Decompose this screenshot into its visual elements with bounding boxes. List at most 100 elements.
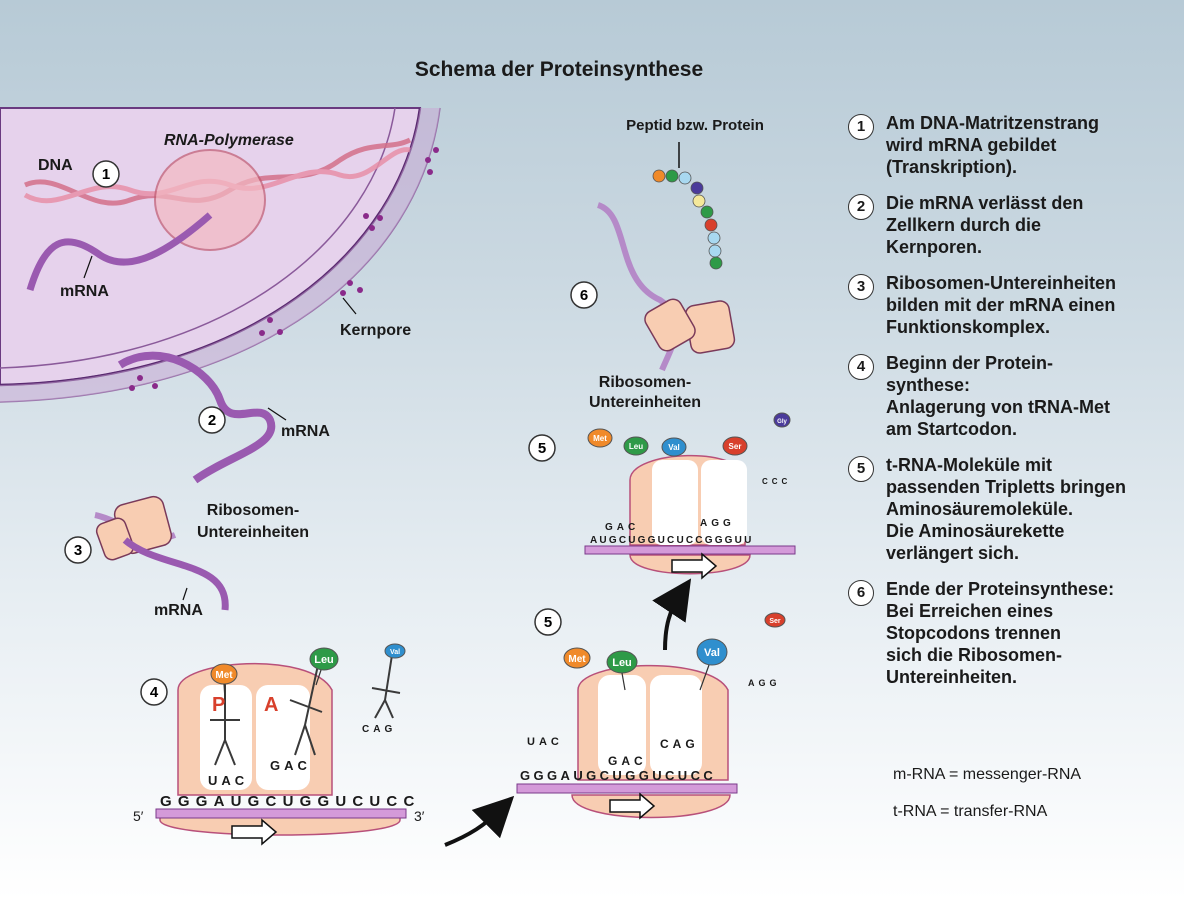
- anticodon-agg-5b: AGG: [700, 518, 735, 529]
- step-text: Aminosäuremoleküle.: [886, 499, 1074, 519]
- label-ribosomen-b: Untereinheiten: [197, 524, 309, 541]
- step-text: Die mRNA verlässt den: [886, 193, 1084, 213]
- aa-val-5b: Val: [661, 437, 687, 457]
- label-ribosomen-a: Ribosomen-: [207, 502, 299, 519]
- aa-met-4: Met: [210, 663, 238, 685]
- svg-text:Val: Val: [668, 443, 680, 452]
- label-dna: DNA: [38, 157, 73, 174]
- mrna-sequences: GGGAUGCUGGUCUCC GGGAUGCUGGUCUCC AUGCUGGU…: [160, 535, 754, 810]
- svg-text:Leu: Leu: [629, 442, 643, 451]
- step-text: (Transkription).: [886, 157, 1018, 177]
- step-number: 3: [848, 274, 874, 300]
- svg-text:Ser: Ser: [729, 442, 742, 451]
- panel-5b-ribosome: [584, 454, 796, 580]
- anticodon-uac-4: UAC: [208, 773, 248, 788]
- step-text: bilden mit der mRNA einen: [886, 295, 1116, 315]
- step-text: verlängert sich.: [886, 543, 1020, 563]
- circle-5b: 5: [528, 434, 556, 462]
- svg-text:Leu: Leu: [314, 654, 334, 666]
- circle-4: 4: [140, 678, 168, 706]
- step-text: Untereinheiten.: [886, 667, 1018, 687]
- step-text: synthese:: [886, 375, 971, 395]
- step-4: 4 Beginn der Protein- synthese: Anlageru…: [846, 352, 1176, 440]
- peptide-chain: [652, 169, 723, 270]
- amino-acid-bubbles: Met Leu Val Met Leu Val Ser Met Leu Val …: [210, 412, 791, 685]
- trna-shapes-4: [210, 654, 401, 766]
- svg-text:2: 2: [208, 412, 216, 429]
- step-3: 3 Ribosomen-Untereinheiten bilden mit de…: [846, 272, 1176, 338]
- step-number: 6: [848, 580, 874, 606]
- page-title: Schema der Proteinsynthese: [414, 58, 704, 81]
- mrna-strand-1: [26, 212, 213, 292]
- aa-leu-5b: Leu: [623, 436, 649, 456]
- abbreviation-mrna: m-RNA = messenger-RNA: [893, 766, 1082, 783]
- steps-legend: 1 Am DNA-Matritzenstrang wird mRNA gebil…: [846, 112, 1176, 702]
- svg-text:Val: Val: [704, 647, 720, 659]
- step-2: 2 Die mRNA verlässt den Zellkern durch d…: [846, 192, 1176, 258]
- aa-ser-5a: Ser: [764, 612, 786, 628]
- aa-val-4: Val: [384, 643, 406, 659]
- label-ribosomen-6b: Untereinheiten: [589, 394, 701, 411]
- ribosome-subunits-6: [596, 202, 736, 372]
- label-p-site: P: [212, 694, 225, 716]
- step-text: Bei Erreichen eines: [886, 601, 1054, 621]
- label-mrna-2: mRNA: [281, 423, 330, 440]
- arrow-5-5: [652, 578, 692, 651]
- svg-text:5: 5: [538, 440, 546, 457]
- step-text: sich die Ribosomen-: [886, 645, 1063, 665]
- svg-text:Gly: Gly: [777, 419, 787, 425]
- anticodons: UAC GAC CAG UAC GAC CAG AGG GAC AGG CCC: [208, 477, 791, 788]
- svg-text:Ser: Ser: [769, 618, 781, 625]
- aa-gly-5b: Gly: [773, 412, 791, 428]
- step-text: am Startcodon.: [886, 419, 1018, 439]
- kernpore-markers: [129, 147, 439, 391]
- label-rna-polymerase: RNA-Polymerase: [164, 132, 294, 149]
- aa-leu-5a: Leu: [606, 650, 638, 674]
- sequence-panel-4: GGGAUGCUGGUCUCC: [160, 793, 421, 810]
- panel-5a-ribosome: [516, 664, 738, 820]
- step-text: Ende der Proteinsynthese:: [886, 579, 1115, 599]
- label-peptid: Peptid bzw. Protein: [626, 117, 764, 134]
- svg-text:Met: Met: [215, 670, 233, 681]
- anticodon-agg-5a: AGG: [748, 678, 781, 688]
- anticodon-gac-5a: GAC: [608, 754, 647, 768]
- circle-2: 2: [198, 406, 226, 434]
- step-1: 1 Am DNA-Matritzenstrang wird mRNA gebil…: [846, 112, 1176, 178]
- label-kernpore: Kernpore: [340, 322, 411, 339]
- aa-leu-4: Leu: [309, 647, 339, 671]
- label-mrna-3: mRNA: [154, 602, 203, 619]
- anticodon-ccc-5b: CCC: [762, 477, 791, 486]
- step-5: 5 t-RNA-Moleküle mit passenden Tripletts…: [846, 454, 1176, 564]
- rna-polymerase: [154, 149, 266, 251]
- label-5-prime: 5′: [133, 808, 144, 824]
- step-text: Stopcodons trennen: [886, 623, 1061, 643]
- step-text: Ribosomen-Untereinheiten: [886, 273, 1117, 293]
- circle-6: 6: [570, 281, 598, 309]
- step-number: 4: [848, 354, 874, 380]
- step-text: Funktionskomplex.: [886, 317, 1051, 337]
- aa-connectors: [223, 664, 710, 701]
- step-text: Beginn der Protein-: [886, 353, 1054, 373]
- anticodon-uac-5a: UAC: [527, 736, 563, 748]
- step-text: passenden Tripletts bringen: [886, 477, 1127, 497]
- aa-ser-5b: Ser: [722, 436, 748, 456]
- step-text: Am DNA-Matritzenstrang: [886, 113, 1100, 133]
- svg-text:3: 3: [74, 542, 82, 559]
- svg-text:Leu: Leu: [612, 657, 632, 669]
- step-number: 2: [848, 194, 874, 220]
- label-ribosomen-6a: Ribosomen-: [599, 374, 691, 391]
- label-a-site: A: [264, 694, 278, 716]
- step-number: 1: [848, 114, 874, 140]
- svg-text:Met: Met: [593, 434, 607, 443]
- anticodon-gac-4: GAC: [270, 758, 311, 773]
- anticodon-gac-5b: GAC: [605, 522, 639, 533]
- aa-met-5b: Met: [587, 428, 613, 448]
- sequence-panel-5b: AUGCUGGUCUCCGGGUU: [590, 535, 754, 546]
- step-text: Anlagerung von tRNA-Met: [886, 397, 1110, 417]
- step-text: Zellkern durch die: [886, 215, 1042, 235]
- step-text: Kernporen.: [886, 237, 983, 257]
- anticodon-cag-4: CAG: [362, 724, 396, 735]
- ribosome-subunits-3: [94, 495, 229, 611]
- svg-text:1: 1: [102, 166, 110, 183]
- label-mrna-1: mRNA: [60, 283, 109, 300]
